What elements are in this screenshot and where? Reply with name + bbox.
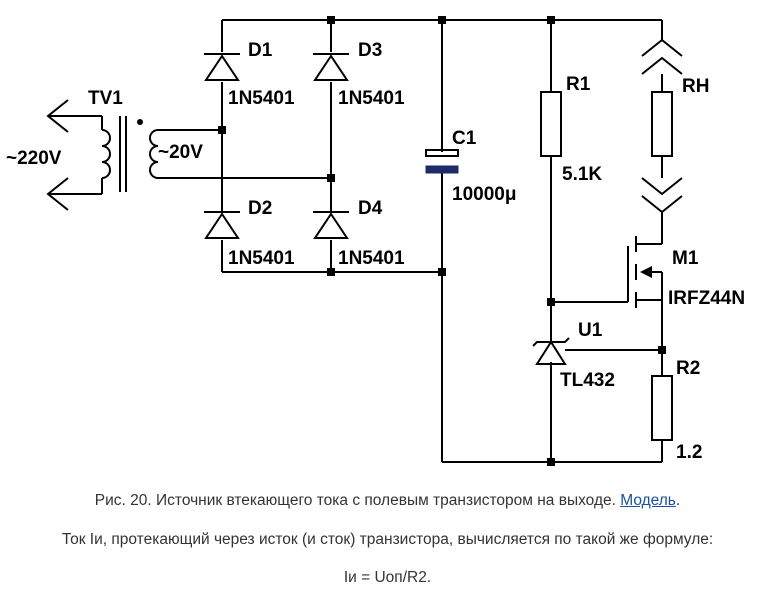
d3-ref-label: D3 bbox=[358, 40, 382, 61]
formula-line: Iи = Uоп/R2. bbox=[0, 569, 775, 587]
wires bbox=[158, 19, 663, 463]
load-rh bbox=[641, 38, 683, 214]
m1-ref-label: M1 bbox=[672, 248, 699, 269]
d3-value-label: 1N5401 bbox=[338, 88, 405, 109]
body-paragraph-text: Ток Iи, протекающий через исток (и сток)… bbox=[61, 531, 714, 548]
formula-text: Iи = Uоп/R2. bbox=[343, 569, 432, 586]
rh-ref-label: RH bbox=[682, 76, 709, 97]
tv1-secondary-label: ~20V bbox=[158, 142, 203, 163]
transformer-tv1 bbox=[46, 99, 159, 211]
circuit-schematic: TV1 ~220V ~20V D1 1N5401 D3 1N5401 D2 1N… bbox=[6, 16, 745, 466]
diode-d3 bbox=[313, 53, 349, 81]
d2-ref-label: D2 bbox=[248, 198, 272, 219]
tv1-primary-label: ~220V bbox=[6, 148, 62, 169]
r2-ref-label: R2 bbox=[676, 358, 700, 379]
d4-value-label: 1N5401 bbox=[338, 248, 405, 269]
resistor-r2 bbox=[651, 375, 673, 441]
figure-caption: Рис. 20. Источник втекающего тока с поле… bbox=[0, 492, 775, 510]
capacitor-c1 bbox=[425, 149, 459, 174]
diode-d1 bbox=[204, 53, 240, 81]
r1-ref-label: R1 bbox=[566, 74, 591, 95]
body-paragraph: Ток Iи, протекающий через исток (и сток)… bbox=[0, 531, 775, 549]
d1-ref-label: D1 bbox=[248, 40, 273, 61]
figure-caption-period: . bbox=[675, 492, 681, 509]
figure-caption-text: Рис. 20. Источник втекающего тока с поле… bbox=[94, 492, 616, 509]
d1-value-label: 1N5401 bbox=[228, 88, 295, 109]
c1-value-label: 10000μ bbox=[452, 184, 516, 205]
mosfet-m1 bbox=[627, 236, 663, 308]
diode-d4 bbox=[313, 211, 349, 239]
resistor-r1 bbox=[540, 91, 562, 157]
u1-ref-label: U1 bbox=[578, 320, 603, 341]
u1-value-label: TL432 bbox=[560, 370, 615, 391]
r1-value-label: 5.1K bbox=[562, 164, 602, 185]
junction-dots bbox=[218, 16, 666, 466]
c1-ref-label: C1 bbox=[452, 128, 477, 149]
d2-value-label: 1N5401 bbox=[228, 248, 295, 269]
r2-value-label: 1.2 bbox=[676, 442, 702, 463]
d4-ref-label: D4 bbox=[358, 198, 383, 219]
m1-value-label: IRFZ44N bbox=[668, 288, 745, 309]
diode-d2 bbox=[204, 211, 240, 239]
tv1-ref-label: TV1 bbox=[88, 88, 123, 109]
model-link[interactable]: Модель bbox=[620, 492, 676, 509]
regulator-u1 bbox=[532, 337, 570, 365]
